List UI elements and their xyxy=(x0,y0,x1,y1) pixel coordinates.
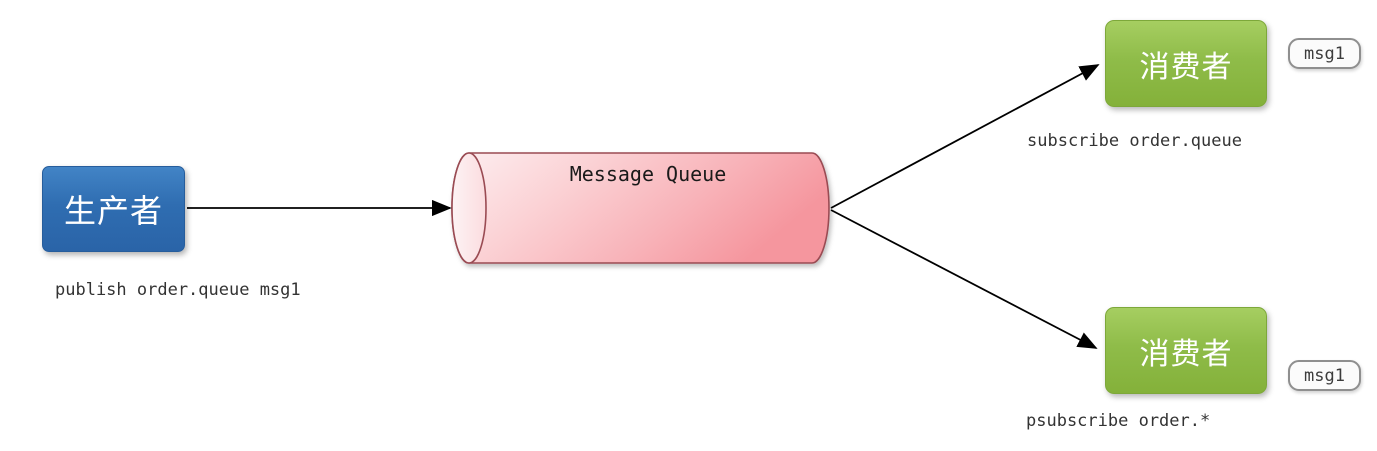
message-badge-top-text: msg1 xyxy=(1304,43,1345,64)
message-badge-bottom-text: msg1 xyxy=(1304,365,1345,386)
consumer-bottom-label: 消费者 xyxy=(1139,336,1233,372)
arrow-queue-to-consumer-top xyxy=(830,64,1100,209)
arrow-queue-to-consumer-bottom xyxy=(830,209,1098,349)
message-queue-cylinder xyxy=(451,152,830,264)
consumer-node-bottom: 消费者 xyxy=(1105,307,1267,394)
subscribe-caption: subscribe order.queue xyxy=(1027,131,1242,151)
message-badge-top: msg1 xyxy=(1288,38,1361,69)
consumer-top-label: 消费者 xyxy=(1139,49,1233,85)
publish-caption: publish order.queue msg1 xyxy=(55,280,301,300)
queue-label: Message Queue xyxy=(569,162,727,186)
cylinder-left-cap xyxy=(451,152,487,264)
producer-label: 生产者 xyxy=(63,192,163,230)
message-badge-bottom: msg1 xyxy=(1288,360,1361,391)
consumer-node-top: 消费者 xyxy=(1105,20,1267,107)
producer-node: 生产者 xyxy=(42,166,185,252)
psubscribe-caption: psubscribe order.* xyxy=(1026,411,1211,431)
